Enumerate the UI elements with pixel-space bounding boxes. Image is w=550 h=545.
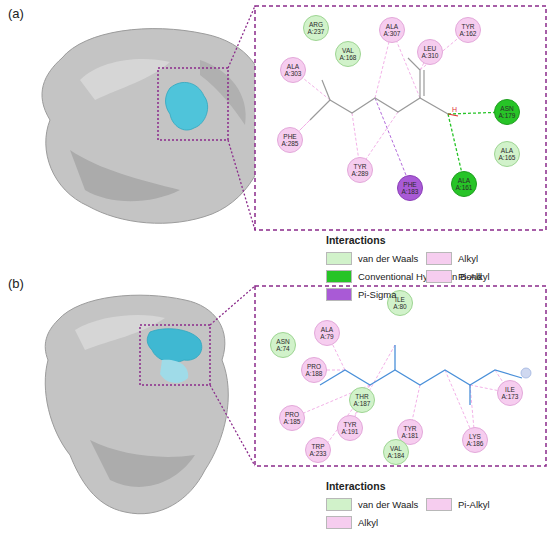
legend-swatch [426, 252, 452, 265]
residue-circle: TRP A:233 [305, 437, 331, 463]
legend-swatch [426, 270, 452, 283]
residue-label: ALA A:165 [499, 147, 516, 162]
residue-circle: ALA A:165 [494, 141, 520, 167]
legend-entry: van der Waals [326, 252, 418, 265]
residue-label: TYR A:162 [460, 23, 477, 38]
residue-label: PRO A:188 [306, 363, 323, 378]
legend-text: Alkyl [458, 253, 478, 264]
atom-label: H [452, 106, 457, 113]
legend-text: Pi-Sigma [358, 289, 397, 300]
legend-text: Pi-Alkyl [458, 271, 490, 282]
protein-surface [45, 286, 546, 514]
residue-circle: VAL A:168 [335, 41, 361, 67]
residue-circle: VAL A:184 [383, 439, 409, 465]
legend-text: van der Waals [358, 499, 418, 510]
panel-label: (b) [8, 276, 24, 291]
residue-circle: THR A:187 [349, 387, 375, 413]
interaction-lines [290, 30, 507, 185]
residue-circle: ARG A:237 [303, 15, 329, 41]
residue-circle: PRO A:185 [279, 405, 305, 431]
residue-circle: PHE A:285 [277, 127, 303, 153]
residue-circle: ALA A:79 [314, 320, 340, 346]
legend-entry: Alkyl [326, 516, 378, 529]
ligand-skeleton [310, 58, 458, 120]
residue-circle: LYS A:186 [462, 427, 488, 453]
residue-circle: LEU A:310 [417, 39, 443, 65]
legend-swatch [326, 498, 352, 511]
legend-entry: Alkyl [426, 252, 478, 265]
residue-circle: TYR A:289 [347, 157, 373, 183]
residue-circle: ALA A:303 [280, 57, 306, 83]
legend-swatch [326, 516, 352, 529]
residue-label: ALA A:307 [384, 23, 401, 38]
residue-label: ALA A:161 [456, 177, 473, 192]
residue-label: TRP A:233 [310, 443, 327, 458]
residue-label: VAL A:184 [388, 445, 405, 460]
legend-swatch [326, 270, 352, 283]
legend-text: Alkyl [358, 517, 378, 528]
residue-circle: PHE A:183 [397, 175, 423, 201]
residue-circle: TYR A:191 [337, 415, 363, 441]
legend-swatch [326, 252, 352, 265]
legend-text: Pi-Alkyl [458, 499, 490, 510]
residue-circle: ILE A:173 [497, 380, 523, 406]
residue-label: PHE A:285 [282, 133, 299, 148]
residue-label: LEU A:310 [422, 45, 439, 60]
residue-circle: ASN A:74 [270, 332, 296, 358]
panel-label: (a) [8, 6, 24, 21]
legend-swatch [426, 498, 452, 511]
legend-entry: van der Waals [326, 498, 418, 511]
residue-label: VAL A:168 [340, 47, 357, 62]
residue-label: TYR A:191 [342, 421, 359, 436]
protein-surface [42, 6, 546, 230]
legend-heading: Interactions [326, 480, 386, 492]
residue-circle: PRO A:188 [301, 357, 327, 383]
residue-label: LYS A:186 [467, 433, 484, 448]
residue-label: ARG A:237 [308, 21, 325, 36]
residue-circle: TYR A:162 [455, 17, 481, 43]
legend-entry: Pi-Sigma [326, 288, 397, 301]
residue-label: ILE A:173 [502, 386, 519, 401]
residue-label: ALA A:79 [320, 326, 333, 341]
legend-text: van der Waals [358, 253, 418, 264]
residue-label: PHE A:183 [402, 181, 419, 196]
legend-entry: Pi-Alkyl [426, 498, 490, 511]
legend-swatch [326, 288, 352, 301]
residue-label: ASN A:179 [499, 105, 516, 120]
residue-circle: ALA A:307 [379, 17, 405, 43]
residue-label: TYR A:289 [352, 163, 369, 178]
residue-label: PRO A:185 [284, 411, 301, 426]
residue-label: THR A:187 [354, 393, 371, 408]
residue-circle: ALA A:161 [451, 171, 477, 197]
residue-label: ALA A:303 [285, 63, 302, 78]
residue-circle: ASN A:179 [494, 99, 520, 125]
residue-label: TYR A:181 [402, 425, 419, 440]
legend-entry: Pi-Alkyl [426, 270, 490, 283]
legend-heading: Interactions [326, 234, 386, 246]
residue-label: ASN A:74 [276, 338, 289, 353]
